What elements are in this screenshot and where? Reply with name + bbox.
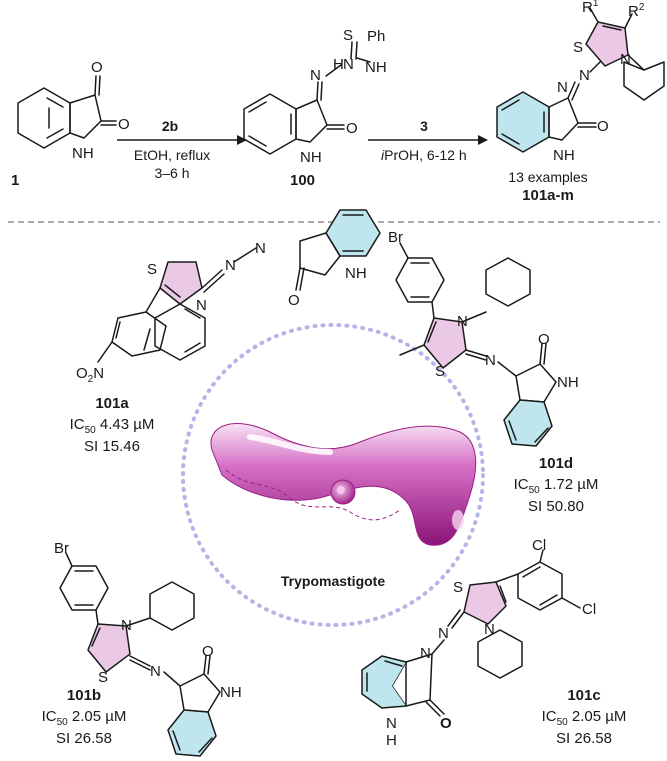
step2-solvent-rest: PrOH, 6-12 h: [384, 147, 466, 163]
atom-label: N: [420, 645, 431, 662]
atom-label: NH: [72, 145, 94, 162]
si-value: SI 50.80: [528, 498, 584, 515]
atom-label: N: [557, 79, 568, 96]
compound-card-101a: 101a IC50 4.43 µM SI 15.46: [70, 395, 155, 455]
compound-number-1: 1: [11, 172, 19, 189]
step2-reagent: 3: [420, 118, 428, 134]
step1-solvent: EtOH, reflux: [134, 147, 210, 163]
atom-label: NH: [557, 374, 579, 391]
ic50-value: IC50 2.05 µM: [42, 708, 127, 728]
compound-card-101c: 101c IC50 2.05 µM SI 26.58: [542, 687, 627, 747]
ic50-value: IC50 1.72 µM: [514, 476, 599, 496]
step2-solvent: iPrOH, 6-12 h: [381, 147, 467, 163]
compound-id: 101a: [95, 395, 129, 412]
ic50-value: IC50 2.05 µM: [542, 708, 627, 728]
nitro-group: O2N: [76, 365, 104, 385]
atom-label: S: [147, 261, 157, 278]
atom-label: O: [538, 331, 550, 348]
structure-101b: [59, 552, 221, 757]
parasite-label: Trypomastigote: [281, 573, 385, 589]
atom-label: Cl: [532, 537, 546, 554]
atom-label: N: [150, 663, 161, 680]
compound-number-100: 100: [290, 172, 315, 189]
atom-label: O: [346, 120, 358, 137]
product-count: 13 examples: [508, 169, 587, 185]
atom-label: NH: [220, 684, 242, 701]
atom-label: S: [453, 579, 463, 596]
atom-label: NH: [365, 59, 387, 76]
structure-101a: [97, 209, 381, 363]
ic50-value: IC50 4.43 µM: [70, 416, 155, 436]
atom-label: NH: [345, 265, 367, 282]
atom-label: NH: [553, 147, 575, 164]
arrow-head-icon: [237, 135, 247, 145]
atom-label: N: [620, 51, 631, 68]
atom-label: N: [225, 257, 236, 274]
arrow-head-icon: [478, 135, 488, 145]
compound-id: 101d: [539, 455, 573, 472]
atom-label: N: [579, 67, 590, 84]
atom-label: S: [573, 39, 583, 56]
si-value: SI 15.46: [84, 438, 140, 455]
compound-id: 101b: [67, 687, 101, 704]
atom-label: O: [288, 292, 300, 309]
substituent-r1: R1: [582, 0, 599, 16]
atom-label: Ph: [367, 28, 385, 45]
atom-label: N: [343, 56, 354, 73]
compound-card-101d: 101d IC50 1.72 µM SI 50.80: [514, 455, 599, 515]
substituent-r2: R2: [628, 2, 645, 20]
atom-label: S: [343, 27, 353, 44]
atom-label: N: [386, 715, 397, 732]
atom-label: O: [440, 715, 452, 732]
si-value: SI 26.58: [56, 730, 112, 747]
atom-label: N: [484, 621, 495, 638]
si-value: SI 26.58: [556, 730, 612, 747]
atom-label: O: [202, 643, 214, 660]
atom-label: N: [457, 313, 468, 330]
atom-label: O: [91, 59, 103, 76]
atom-label: O: [597, 118, 609, 135]
compound-number-101a-m: 101a-m: [522, 187, 574, 204]
compound-id: 101c: [567, 687, 600, 704]
isatin-structure: O O NH: [17, 59, 130, 162]
atom-label: N: [485, 352, 496, 369]
atom-label: N: [310, 67, 321, 84]
atom-label: N: [255, 240, 266, 257]
atom-label: NH: [300, 149, 322, 166]
atom-label: Cl: [582, 601, 596, 618]
atom-label: S: [435, 363, 445, 380]
product-structure: [496, 7, 665, 153]
step1-time: 3–6 h: [154, 165, 189, 181]
thiosemicarbazone-structure: [243, 41, 371, 155]
atom-label: O: [118, 116, 130, 133]
structure-101d: [395, 242, 557, 447]
step1-reagent: 2b: [162, 118, 178, 134]
atom-label: H: [386, 732, 397, 749]
structure-101c: [361, 549, 581, 717]
atom-label: S: [98, 669, 108, 686]
trypomastigote-illustration: [210, 423, 477, 546]
atom-label: N: [196, 297, 207, 314]
compound-card-101b: 101b IC50 2.05 µM SI 26.58: [42, 687, 127, 747]
atom-label: H: [333, 56, 344, 73]
atom-label: Br: [388, 229, 403, 246]
atom-label: N: [121, 617, 132, 634]
target-circle: [181, 323, 485, 627]
atom-label: Br: [54, 540, 69, 557]
step2-solvent-italic: i: [381, 147, 385, 163]
atom-label: N: [438, 625, 449, 642]
